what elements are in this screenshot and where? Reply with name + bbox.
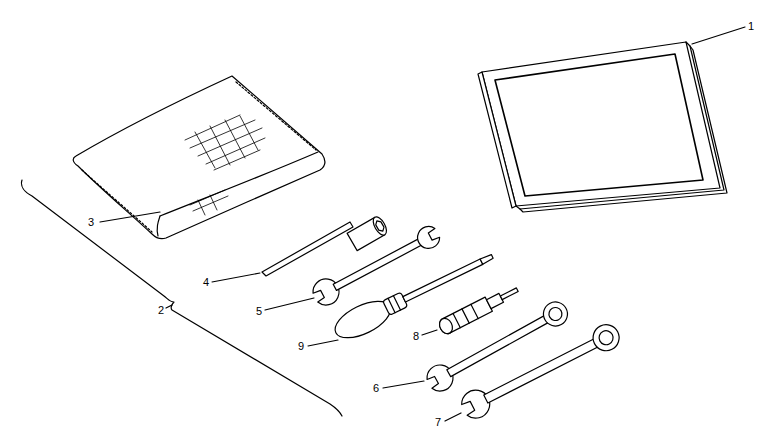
leader-line: [265, 298, 314, 310]
leader-line: [383, 381, 424, 388]
callout-number: 5: [255, 305, 263, 317]
callout-number: 2: [157, 304, 165, 316]
leader-line: [308, 340, 338, 346]
callout-number: 8: [412, 330, 420, 342]
leader-line: [422, 330, 437, 335]
combination-wrench: [423, 297, 572, 395]
bit-driver: [437, 283, 521, 336]
open-end-wrench: [309, 221, 443, 309]
leader-line: [445, 413, 461, 421]
callout-number: 4: [202, 276, 210, 288]
callout-number: 1: [747, 20, 755, 32]
callout-number: 9: [297, 340, 305, 352]
leader-line: [166, 305, 172, 308]
combination-wrench: [458, 319, 624, 422]
manual: [478, 27, 745, 212]
callout-number: 6: [372, 382, 380, 394]
tool-bag: [73, 76, 325, 239]
callout-number: 7: [434, 416, 442, 428]
callout-number: 3: [87, 216, 95, 228]
kit-bracket: [21, 180, 342, 416]
screwdriver: [330, 244, 499, 345]
